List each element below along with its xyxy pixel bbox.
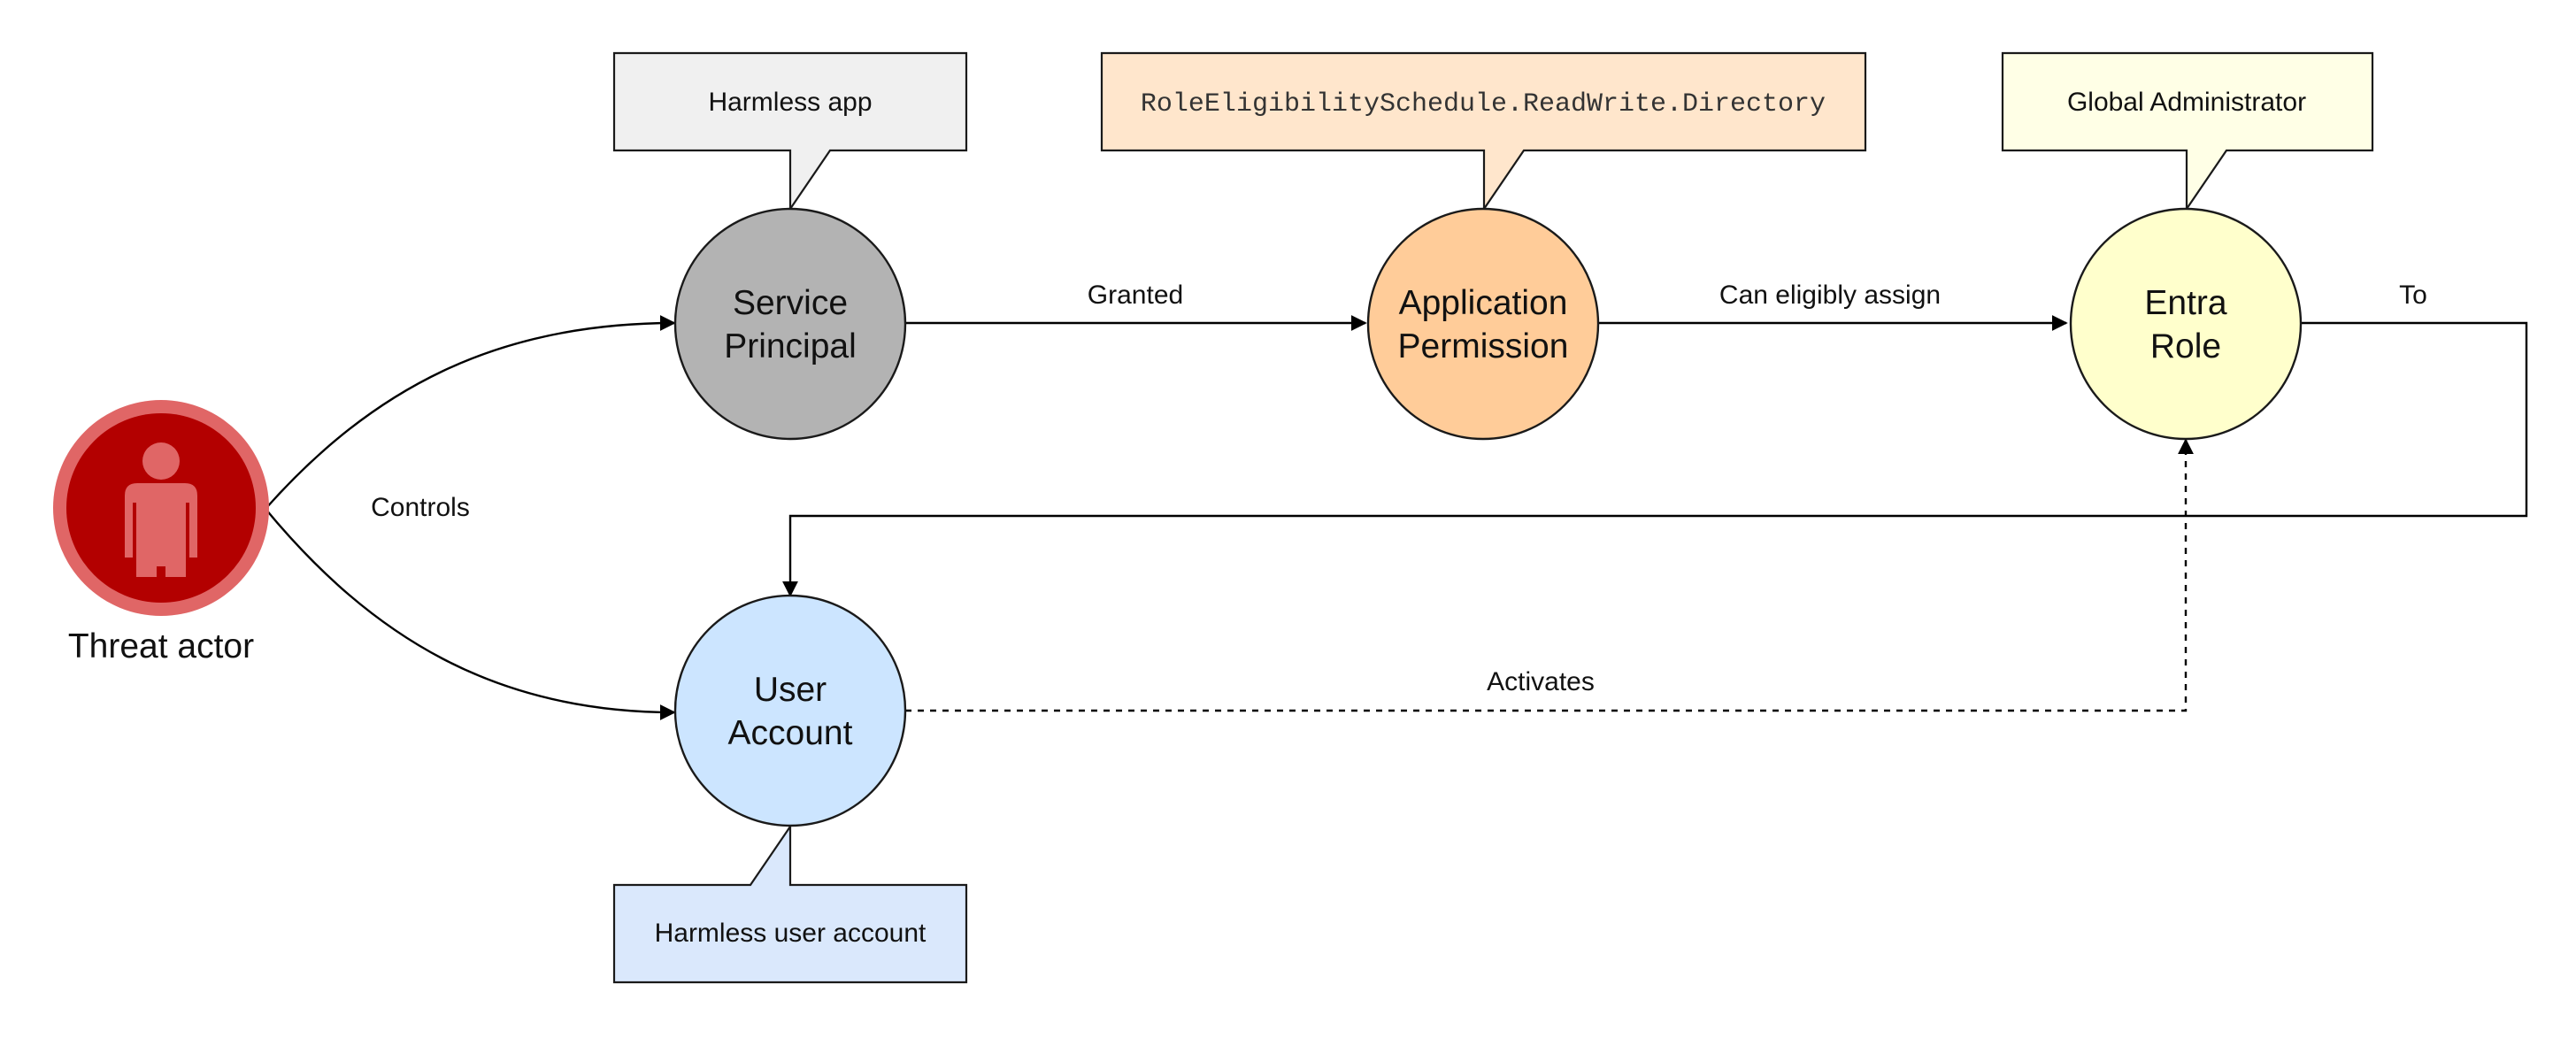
callout-harmless-app-text: Harmless app xyxy=(708,88,872,117)
node-user-account: User Account xyxy=(673,594,907,827)
edge-label-can-eligibly-assign: Can eligibly assign xyxy=(1719,281,1941,310)
threat-actor-label: Threat actor xyxy=(68,627,254,665)
node-entra-role: Entra Role xyxy=(2069,207,2303,441)
node-application-permission-label-1: Application xyxy=(1399,284,1568,322)
node-service-principal-label-1: Service xyxy=(733,284,848,322)
edge-controls-to-user-account xyxy=(265,508,676,720)
node-application-permission-label-2: Permission xyxy=(1398,327,1569,365)
callout-harmless-user xyxy=(612,823,968,984)
node-service-principal-label-2: Principal xyxy=(724,327,857,365)
node-entra-role-label-1: Entra xyxy=(2144,284,2227,322)
node-user-account-label-2: Account xyxy=(728,714,853,752)
person-icon xyxy=(125,442,197,577)
edge-label-controls: Controls xyxy=(371,493,470,522)
edge-label-activates: Activates xyxy=(1487,667,1595,696)
callout-permission-name-text: RoleEligibilitySchedule.ReadWrite.Direct… xyxy=(1141,89,1826,119)
edge-controls-to-service-principal xyxy=(265,315,676,510)
callout-harmless-app xyxy=(612,51,968,212)
node-application-permission: Application Permission xyxy=(1366,207,1600,441)
edge-activates xyxy=(905,438,2194,712)
callout-harmless-user-text: Harmless user account xyxy=(655,919,927,948)
callout-global-admin-text: Global Administrator xyxy=(2067,88,2306,117)
callout-permission-name xyxy=(1100,51,1867,212)
edge-label-granted: Granted xyxy=(1088,281,1183,310)
node-service-principal: Service Principal xyxy=(673,207,907,441)
node-user-account-label-1: User xyxy=(754,671,827,709)
node-entra-role-label-2: Role xyxy=(2150,327,2221,365)
callout-global-admin xyxy=(2001,51,2374,212)
threat-actor: Threat actor xyxy=(53,400,269,665)
edge-to-user-account xyxy=(782,321,2528,597)
edge-label-to: To xyxy=(2399,281,2427,310)
